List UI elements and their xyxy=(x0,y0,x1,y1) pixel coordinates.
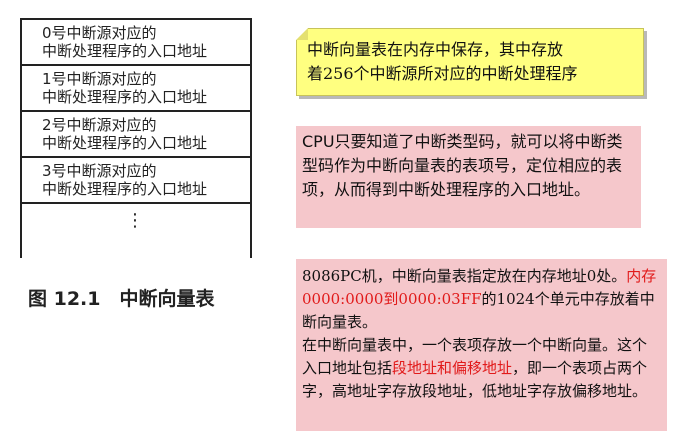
vector-table-continuation: ⋮ xyxy=(20,202,252,258)
row-line2: 中断处理程序的入口地址 xyxy=(42,88,208,106)
yellow-note: 中断向量表在内存中保存，其中存放 着256个中断源所对应的中断处理程序 xyxy=(296,28,644,96)
memory-range-highlight: 内存0000:0000到0000:03FF xyxy=(302,267,657,308)
cpu-lead: CPU xyxy=(302,132,335,151)
row-line1: 1号中断源对应的 xyxy=(42,70,157,88)
vector-table-row: 1号中断源对应的 中断处理程序的入口地址 xyxy=(20,64,252,112)
note-fold-corner xyxy=(296,28,308,40)
pc8086-part4: 在中断向量表中，一个表项存放一个中断向量。这个入口地址包括 xyxy=(302,336,648,377)
interrupt-vector-table: 0号中断源对应的 中断处理程序的入口地址 1号中断源对应的 中断处理程序的入口地… xyxy=(20,18,256,258)
row-line2: 中断处理程序的入口地址 xyxy=(42,180,208,198)
pc8086-part6: ，即一个表项占两个字，高地址字存放段地址，低地址字存放偏移地址。 xyxy=(302,359,648,400)
pc8086-part1: 8086PC机，中断向量表指定放在内存地址0处。 xyxy=(302,267,627,285)
row-line2: 中断处理程序的入口地址 xyxy=(42,42,208,60)
address-highlight: 段地址和偏移地址 xyxy=(392,359,513,377)
vertical-ellipsis: ⋮ xyxy=(126,210,144,231)
vector-table-row: 2号中断源对应的 中断处理程序的入口地址 xyxy=(20,110,252,158)
row-line1: 0号中断源对应的 xyxy=(42,24,157,42)
note-text-a: 中断向量表在内存中保存，其中存放 xyxy=(307,40,564,59)
pc8086-part3: 的1024个单元中存放着中断向量表。 xyxy=(302,290,655,331)
cpu-explanation-box: CPU只要知道了中断类型码，就可以将中断类型码作为中断向量表的表项号，定位相应的… xyxy=(296,126,641,228)
cpu-text: 只要知道了中断类型码，就可以将中断类型码作为中断向量表的表项号，定位相应的表项，… xyxy=(302,132,623,199)
vector-table-row: 3号中断源对应的 中断处理程序的入口地址 xyxy=(20,156,252,204)
figure-caption: 图 12.1 中断向量表 xyxy=(28,288,215,310)
row-line1: 3号中断源对应的 xyxy=(42,162,157,180)
note-text-b: 着256个中断源所对应的中断处理程序 xyxy=(307,64,578,83)
pc8086-explanation-box: 8086PC机，中断向量表指定放在内存地址0处。内存0000:0000到0000… xyxy=(296,259,667,431)
row-line2: 中断处理程序的入口地址 xyxy=(42,134,208,152)
row-line1: 2号中断源对应的 xyxy=(42,116,157,134)
vector-table-row: 0号中断源对应的 中断处理程序的入口地址 xyxy=(20,18,252,66)
